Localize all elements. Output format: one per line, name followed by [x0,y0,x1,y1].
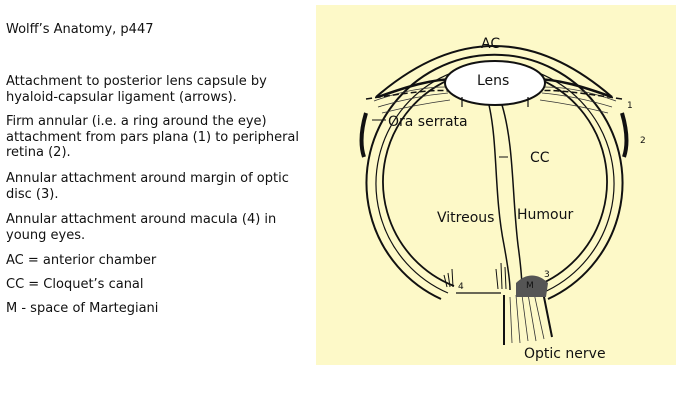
sclera-outline [365,53,624,300]
label-lens: Lens [477,73,509,89]
optic-nerve-fibers [509,292,545,344]
ciliary-fibers-right [539,86,617,114]
label-humour: Humour [517,207,573,223]
note-pars-plana: Firm annular (i.e. a ring around the eye… [6,114,300,160]
note-optic-disc: Annular attachment around margin of opti… [6,171,289,202]
note-hyaloid-capsular: Attachment to posterior lens capsule by … [6,74,267,105]
hyaloid-boundary-right [539,89,623,100]
optic-disc-attachment [516,275,548,297]
cloquet-canal-right-wall [501,104,523,291]
label-cc: CC [530,150,550,166]
macula-attachment-strands [443,268,454,288]
marker-4: 4 [458,282,464,292]
hyaloid-boundary-left [365,89,449,100]
label-vitreous: Vitreous [437,210,494,226]
marker-1: 1 [627,101,633,111]
label-ora-serrata: Ora serrata [388,114,468,130]
label-optic-nerve: Optic nerve [524,346,606,362]
ciliary-body-left [359,112,368,158]
note-cc-definition: CC = Cloquet’s canal [6,277,144,292]
eye-cross-section: AC Lens Ora serrata CC Vitreous Humour O… [316,5,676,365]
note-m-definition: M - space of Martegiani [6,301,159,316]
note-ac-definition: AC = anterior chamber [6,253,157,268]
marker-2: 2 [640,136,646,146]
eye-diagram: AC Lens Ora serrata CC Vitreous Humour O… [316,5,676,365]
note-macula: Annular attachment around macula (4) in … [6,212,277,243]
martegiani-strands [495,262,507,290]
ciliary-body-right [620,112,629,158]
marker-m: M [526,281,534,291]
marker-3: 3 [544,270,550,280]
cloquet-canal-left-wall [488,104,511,291]
label-ac: AC [481,36,500,52]
lens [444,60,546,106]
cornea [375,45,613,98]
source-citation: Wolff’s Anatomy, p447 [6,22,154,37]
ciliary-fibers-left [373,86,451,114]
hyaloid-capsular-ligament-arrows [461,97,529,107]
